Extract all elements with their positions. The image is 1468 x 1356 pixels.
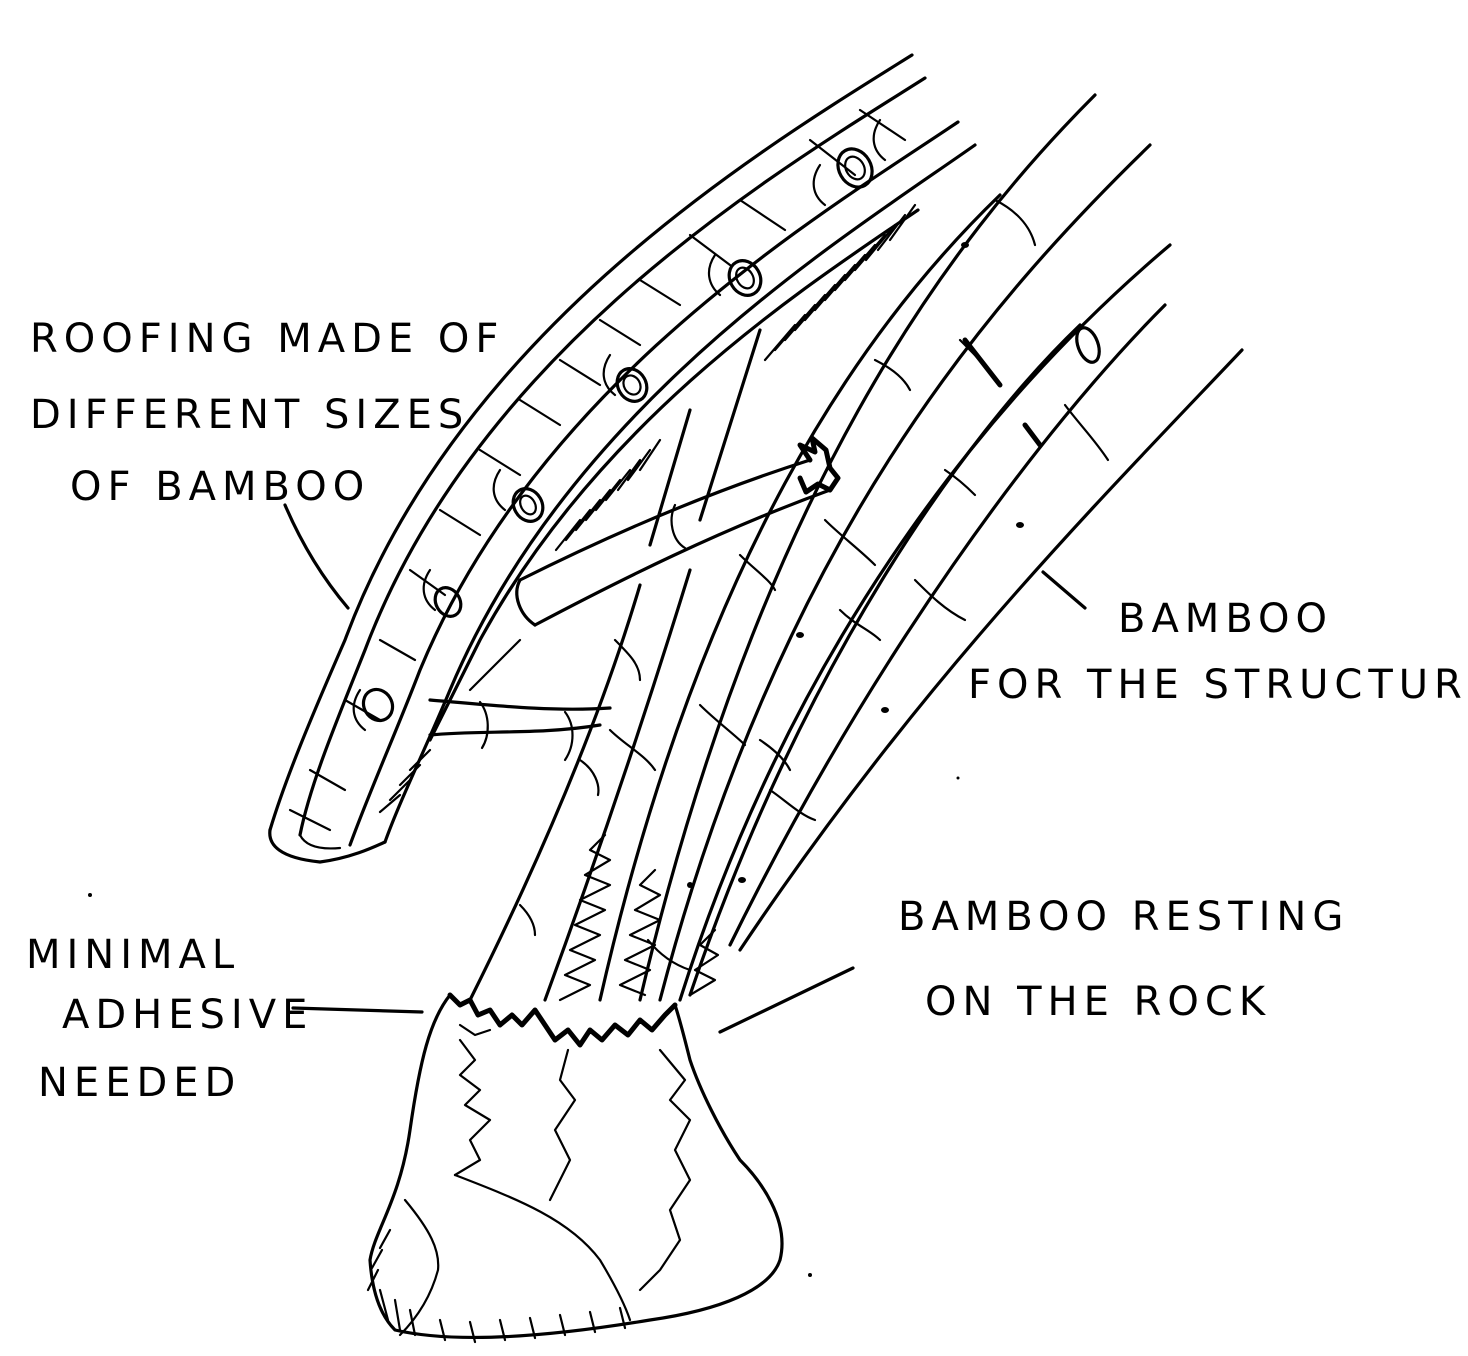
resting-leader-line <box>718 966 855 1034</box>
label-roofing-line-2: DIFFERENT SIZES <box>30 392 469 438</box>
label-roofing-line-1: ROOFING MADE OF <box>30 316 504 362</box>
label-resting-line-2: ON THE ROCK <box>925 979 1271 1025</box>
leader-lines <box>283 503 1087 1034</box>
stray-dot <box>956 776 960 780</box>
roofing-leader-line <box>283 503 350 610</box>
stray-dot <box>808 1273 812 1277</box>
label-structure-line-1: BAMBOO <box>1118 596 1333 642</box>
label-roofing-line-3: OF BAMBOO <box>70 464 370 510</box>
label-resting-line-1: BAMBOO RESTING <box>898 894 1349 940</box>
roofing-bundle <box>268 53 977 864</box>
label-structure-line-2: FOR THE STRUCTURE <box>968 662 1468 708</box>
label-adhesive-line-3: NEEDED <box>38 1060 241 1106</box>
rock-base <box>366 992 784 1344</box>
structural-bamboo <box>468 93 1244 1002</box>
stray-dot <box>88 893 92 897</box>
label-adhesive-line-1: MINIMAL <box>26 932 240 978</box>
label-resting: BAMBOO RESTING ON THE ROCK <box>898 894 1349 1025</box>
label-structure: BAMBOO FOR THE STRUCTURE <box>968 596 1468 708</box>
label-roofing: ROOFING MADE OF DIFFERENT SIZES OF BAMBO… <box>30 316 504 510</box>
cross-brace-bamboo <box>428 328 841 762</box>
label-adhesive-line-2: ADHESIVE <box>62 992 313 1038</box>
structure-leader-line <box>1041 570 1087 610</box>
label-adhesive: MINIMAL ADHESIVE NEEDED <box>26 932 313 1106</box>
adhesive-leader-line <box>291 1006 424 1014</box>
